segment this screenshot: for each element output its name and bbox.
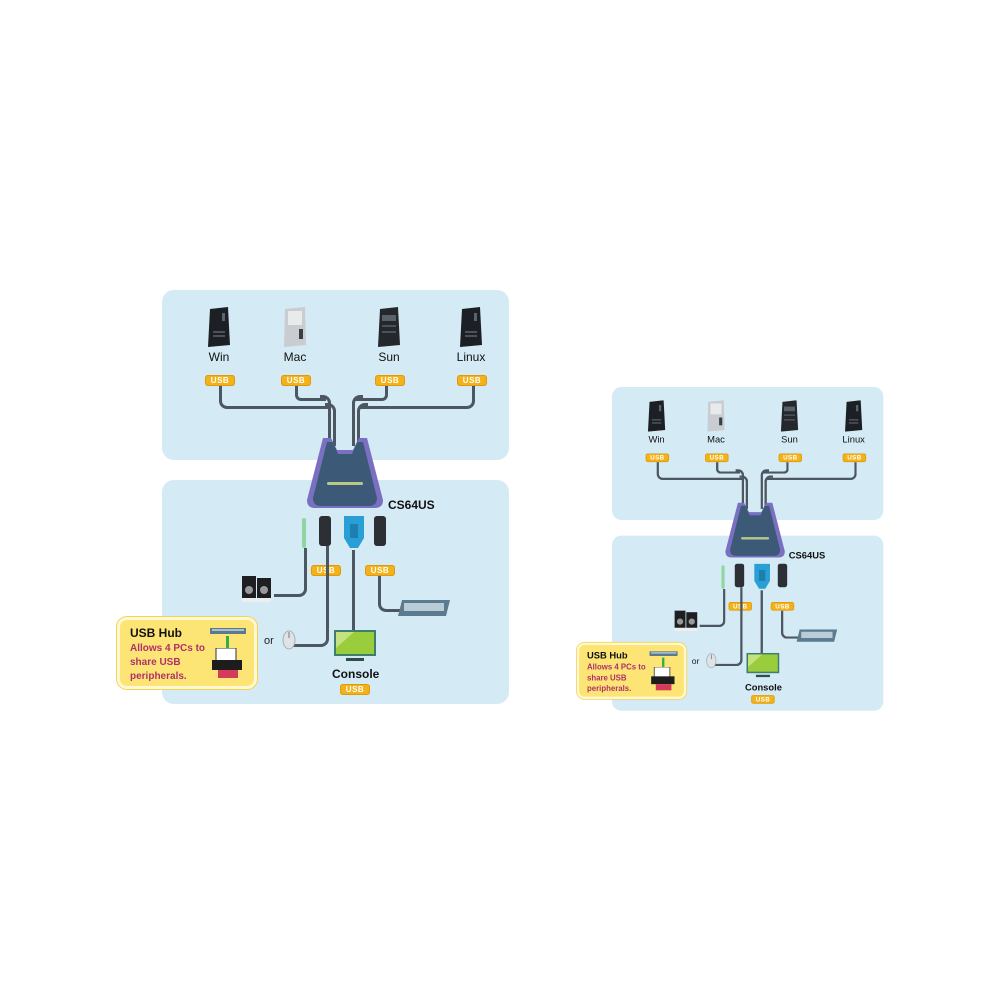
tower-pc-icon (780, 400, 799, 432)
monitor-icon (746, 652, 780, 678)
hub-link-line (226, 636, 229, 648)
wire-sun-down (760, 469, 770, 509)
tower-pc-icon (647, 400, 666, 432)
usb-hub-title: USB Hub (130, 626, 182, 640)
wire-sun (355, 386, 388, 401)
wire-keyboard (378, 576, 403, 612)
wire-mouse (708, 587, 743, 667)
usb-badge-sun: USB (375, 375, 405, 386)
wire-audio (699, 588, 726, 628)
console-label: Console (744, 681, 782, 693)
monitor-icon (334, 630, 376, 661)
wire-keyboard (780, 610, 801, 639)
keyboard-icon (796, 629, 838, 642)
kvm-switch-icon (725, 502, 785, 558)
tower-pc-silver-icon (707, 400, 725, 432)
computer-label-linux: Linux (456, 350, 486, 364)
usb-badge-keyboard: USB (770, 602, 795, 611)
usb-badge-linux: USB (457, 375, 487, 386)
model-label: CS64US (788, 549, 826, 561)
usb-badge-win: USB (205, 375, 235, 386)
usb-hub-icon (210, 628, 246, 634)
wire-linux-down (357, 403, 368, 446)
wire-win (219, 386, 330, 409)
usb-badge-console: USB (340, 684, 370, 695)
usb-plug-keyboard (777, 563, 788, 588)
wire-sun (762, 462, 789, 474)
tower-pc-icon (208, 307, 230, 347)
wire-win (656, 462, 744, 481)
speakers-icon (242, 576, 271, 602)
wire-linux (766, 462, 857, 481)
mouse-icon (706, 653, 717, 669)
usb-badge-win: USB (645, 453, 670, 463)
computer-label-mac: Mac (283, 350, 307, 364)
wire-mouse (286, 546, 329, 647)
wire-mac-down (735, 469, 745, 509)
printer-icon (212, 648, 242, 678)
vga-connector-icon (754, 563, 770, 589)
usb-badge-mac: USB (705, 453, 729, 463)
wire-monitor (760, 590, 763, 657)
tower-pc-icon (378, 307, 400, 347)
computer-label-win: Win (648, 433, 665, 445)
usb-plug-mouse (734, 563, 745, 588)
tower-pc-icon (845, 400, 863, 432)
computer-label-sun: Sun (781, 433, 798, 445)
model-label: CS64US (388, 498, 435, 512)
usb-hub-description: Allows 4 PCs to share USB peripherals. (130, 643, 206, 682)
computer-label-mac: Mac (707, 433, 725, 445)
usb-plug-keyboard (374, 516, 386, 546)
usb-badge-sun: USB (778, 453, 803, 463)
usb-hub-title: USB Hub (586, 649, 628, 661)
tower-pc-icon (460, 307, 482, 347)
audio-plug (302, 518, 306, 548)
usb-badge-mac: USB (281, 375, 311, 386)
speakers-icon (674, 610, 698, 631)
usb-badge-console: USB (751, 695, 775, 704)
tower-pc-silver-icon (284, 307, 306, 347)
usb-badge-linux: USB (842, 453, 867, 463)
wire-sun-down (352, 395, 363, 446)
wire-monitor (352, 550, 355, 634)
hub-link-line (662, 657, 665, 667)
or-label: or (691, 656, 700, 667)
usb-hub-callout: USB Hub Allows 4 PCs to share USB periph… (576, 642, 687, 700)
usb-hub-callout: USB Hub Allows 4 PCs to share USB periph… (117, 617, 257, 689)
wire-linux (360, 386, 475, 409)
kvm-switch-icon (307, 438, 383, 508)
usb-badge-keyboard: USB (365, 565, 395, 576)
or-label: or (264, 635, 274, 647)
console-label: Console (332, 667, 380, 681)
computer-label-linux: Linux (842, 433, 865, 445)
computer-label-sun: Sun (378, 350, 400, 364)
audio-plug (721, 565, 725, 589)
printer-icon (651, 666, 675, 691)
usb-hub-icon (649, 651, 678, 657)
computer-label-win: Win (208, 350, 230, 364)
wire-audio (274, 548, 307, 597)
wire-mac (716, 462, 741, 474)
keyboard-icon (398, 600, 450, 616)
wire-mac-down (320, 395, 331, 446)
mouse-icon (282, 630, 296, 650)
wire-linux-down (764, 475, 774, 509)
wire-mac (295, 386, 326, 401)
usb-plug-mouse (319, 516, 331, 546)
usb-hub-description: Allows 4 PCs to share USB peripherals. (586, 663, 646, 694)
vga-connector-icon (344, 516, 364, 548)
